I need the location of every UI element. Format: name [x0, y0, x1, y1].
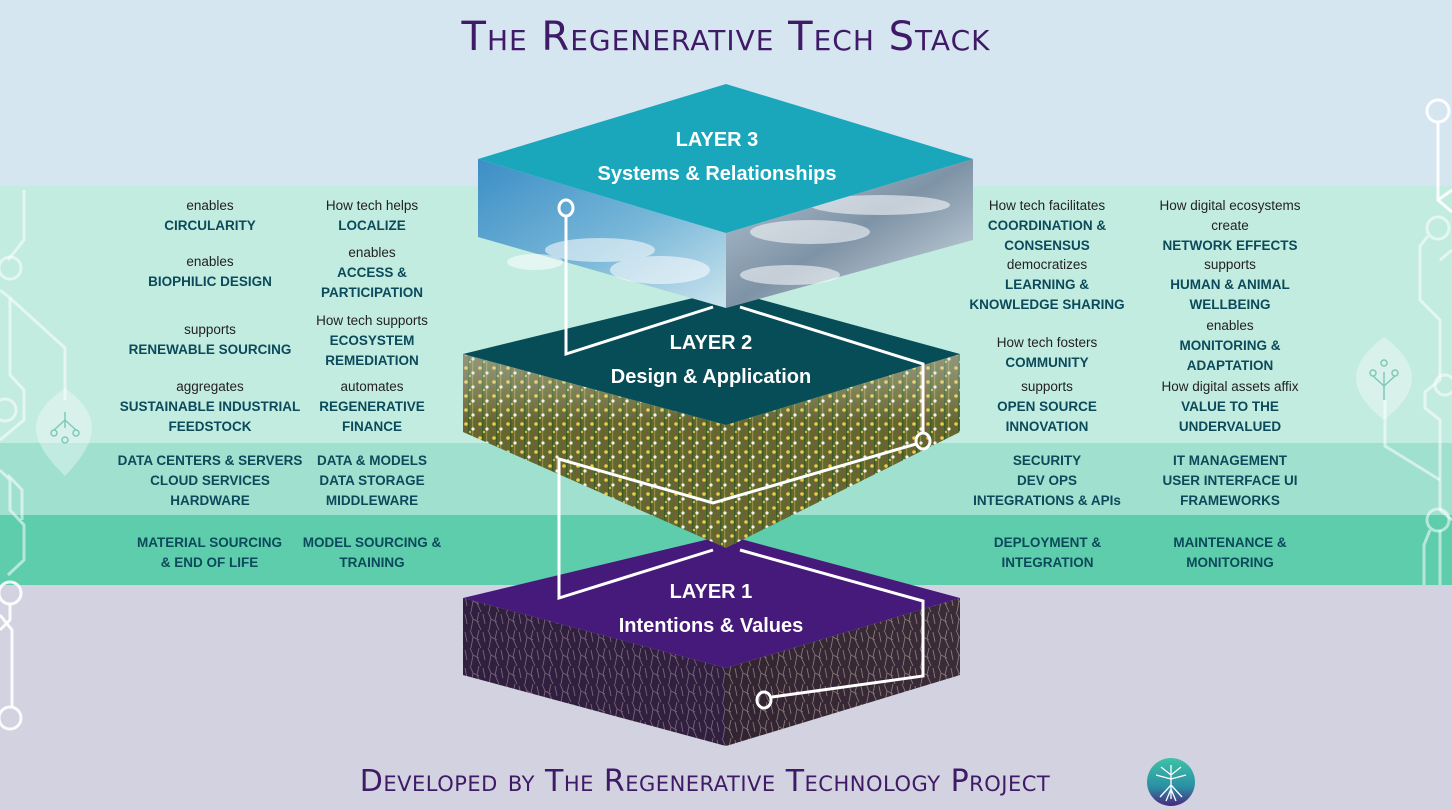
tree-of-life-logo-icon — [1147, 758, 1195, 806]
page-title: The Regenerative Tech Stack — [461, 14, 991, 60]
layer-1-left-face — [463, 598, 726, 746]
lifecycle-right2: MAINTENANCE & MONITORING — [1173, 535, 1287, 570]
right-col2-item: supports HUMAN & ANIMAL WELLBEING — [1170, 257, 1290, 312]
infra-left1: DATA CENTERS & SERVERS CLOUD SERVICES HA… — [117, 453, 303, 508]
connector-node-icon — [914, 431, 932, 451]
left-col1-item: enables BIOPHILIC DESIGN — [148, 254, 272, 289]
right-col2-item: enables MONITORING & ADAPTATION — [1179, 318, 1281, 373]
layer-2-block[interactable] — [463, 290, 960, 548]
left-col2-item: automates REGENERATIVE FINANCE — [319, 379, 425, 434]
cloud-icon — [507, 195, 950, 285]
layer-2-name: Design & Application — [610, 366, 812, 388]
layer-1-block[interactable] — [463, 535, 960, 746]
layer-2-top-face — [463, 290, 960, 425]
infra-right2: IT MANAGEMENT USER INTERFACE UI FRAMEWOR… — [1162, 453, 1298, 508]
layer-3-block[interactable] — [478, 84, 973, 308]
infra-left2: DATA & MODELS DATA STORAGE MIDDLEWARE — [317, 453, 427, 508]
right-col1-item: democratizes LEARNING & KNOWLEDGE SHARIN… — [969, 257, 1125, 312]
layer-2-number: LAYER 2 — [669, 332, 753, 354]
layer-3-label: LAYER 3 Systems & Relationships — [567, 128, 867, 186]
layer-1-label: LAYER 1 Intentions & Values — [561, 580, 861, 638]
leaf-icon-left — [36, 388, 92, 476]
connector-node-icon — [557, 198, 575, 218]
left-col2-item: How tech supports ECOSYSTEM REMEDIATION — [316, 313, 428, 368]
connector-line — [557, 198, 932, 710]
lifecycle-left2: MODEL SOURCING & TRAINING — [302, 535, 442, 570]
layer-3-top-face — [478, 84, 973, 233]
circuit-node-icon — [0, 255, 23, 281]
left-col1-item: supports RENEWABLE SOURCING — [128, 322, 292, 357]
layer-1-top-face — [463, 535, 960, 668]
right-col1-item: How tech facilitates COORDINATION & CONS… — [987, 198, 1107, 253]
lifecycle-left1: MATERIAL SOURCING & END OF LIFE — [137, 535, 282, 570]
layer-2-label: LAYER 2 Design & Application — [561, 331, 861, 389]
leaf-icon-right — [1356, 337, 1412, 420]
right-col2-item: How digital assets affix VALUE TO THE UN… — [1161, 379, 1299, 434]
layer-3-number: LAYER 3 — [675, 129, 759, 151]
layer-1-name: Intentions & Values — [618, 615, 804, 637]
left-col2-item: How tech helps LOCALIZE — [325, 198, 419, 233]
left-col1-item: aggregates SUSTAINABLE INDUSTRIAL FEEDST… — [119, 379, 301, 434]
footer-credit: Developed by The Regenerative Technology… — [359, 764, 1051, 799]
left-col1-item: enables CIRCULARITY — [164, 198, 256, 233]
connector-node-icon — [755, 690, 773, 710]
left-col2-item: enables ACCESS & PARTICIPATION — [321, 245, 423, 300]
layer-1-number: LAYER 1 — [669, 581, 753, 603]
layer-3-name: Systems & Relationships — [597, 163, 837, 185]
right-col2-item: How digital ecosystems create NETWORK EF… — [1159, 198, 1301, 253]
right-col1-item: How tech fosters COMMUNITY — [996, 335, 1098, 370]
circuit-trace-left — [6, 190, 26, 261]
infra-right1: SECURITY DEV OPS INTEGRATIONS & APIs — [973, 453, 1121, 508]
right-col1-item: supports OPEN SOURCE INNOVATION — [997, 379, 1097, 434]
lifecycle-right1: DEPLOYMENT & INTEGRATION — [993, 535, 1102, 570]
